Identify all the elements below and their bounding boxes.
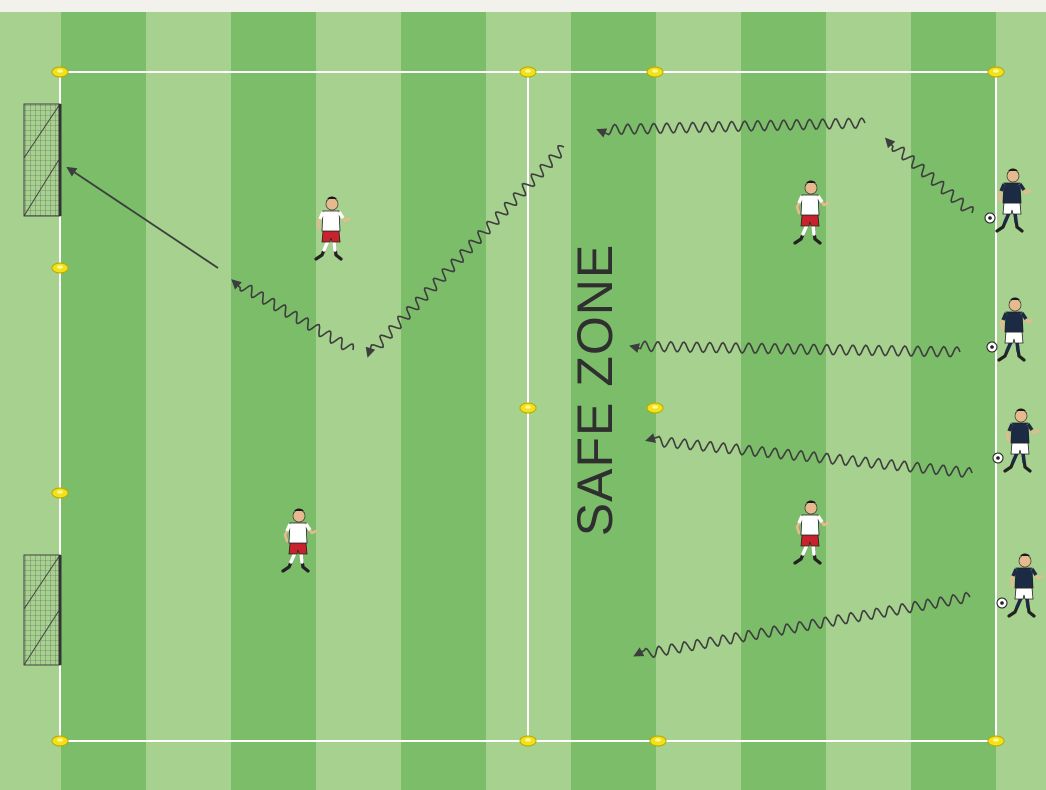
pitch-stripe: [911, 12, 996, 790]
cone: [988, 67, 1004, 77]
ball-icon: [997, 598, 1007, 608]
cone: [52, 736, 68, 746]
cone: [520, 403, 536, 413]
pitch-stripe: [146, 12, 231, 790]
pitch-stripe: [316, 12, 401, 790]
cone: [52, 67, 68, 77]
goal-top: [24, 104, 60, 216]
ball-icon: [993, 453, 1003, 463]
cone: [52, 488, 68, 498]
cone: [520, 736, 536, 746]
ball-icon: [985, 213, 995, 223]
ball-icon: [987, 342, 997, 352]
cone: [647, 403, 663, 413]
pitch-stripe: [401, 12, 486, 790]
pitch-stripe: [61, 12, 146, 790]
pitch-stripe: [826, 12, 911, 790]
cone: [650, 736, 666, 746]
cone: [647, 67, 663, 77]
cone: [988, 736, 1004, 746]
pitch-stripe: [996, 12, 1046, 790]
cone: [520, 67, 536, 77]
cone: [52, 263, 68, 273]
safe-zone-label: SAFE ZONE: [567, 244, 623, 536]
goal-bottom: [24, 555, 60, 665]
pitch-stripe: [231, 12, 316, 790]
